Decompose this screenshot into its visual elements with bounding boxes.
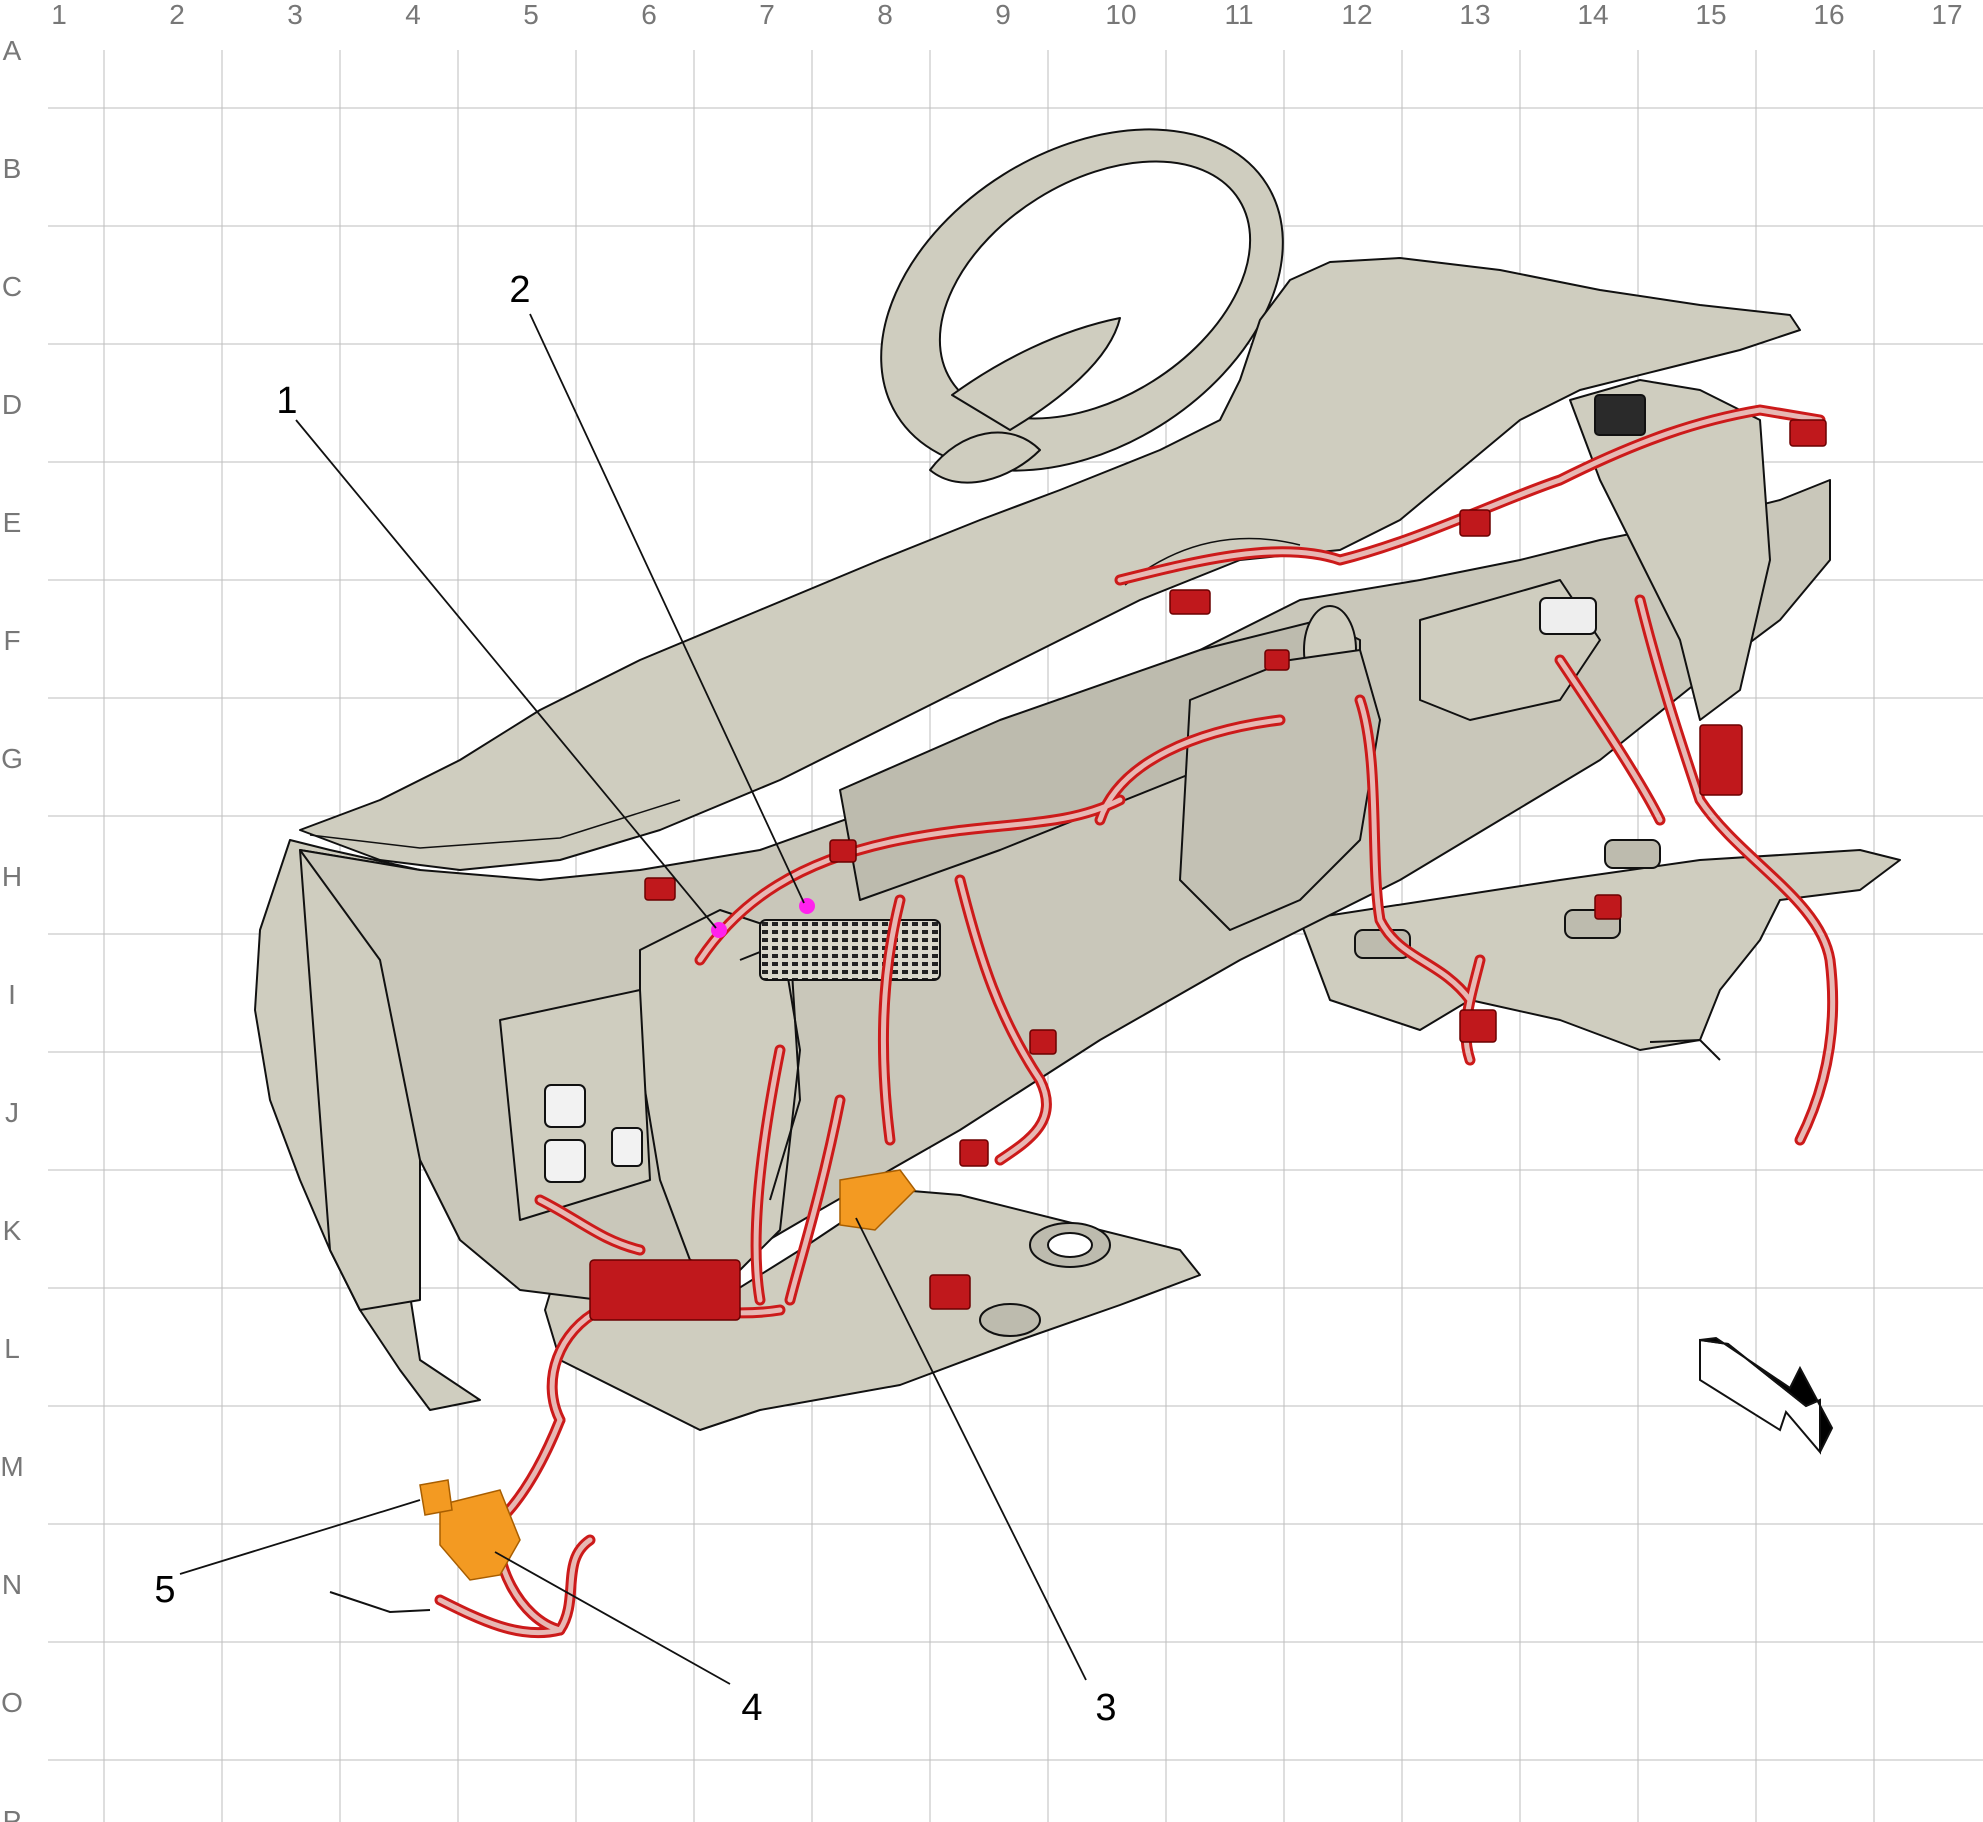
grid-column-label: 12	[1341, 0, 1372, 30]
steering-column-support	[1179, 649, 1381, 931]
connector-cluster	[589, 1259, 741, 1321]
grid-row-label: D	[2, 389, 22, 420]
grid-column-label: 10	[1105, 0, 1136, 30]
grid-column-label: 13	[1459, 0, 1490, 30]
leader-line-5	[179, 1499, 421, 1575]
grid-row-label: C	[2, 271, 22, 302]
connector	[644, 877, 676, 901]
ground-strap	[1649, 1038, 1721, 1061]
ground-strap	[329, 1591, 431, 1614]
callout-label-5: 5	[154, 1569, 175, 1611]
grid-row-label: B	[3, 153, 22, 184]
callout-label-2: 2	[509, 269, 530, 311]
wiring-harness	[434, 404, 1839, 1639]
grid-column-label: 6	[641, 0, 657, 30]
view-direction-arrow-icon	[1699, 1336, 1834, 1455]
right-end-bracket	[1569, 379, 1771, 721]
grid-row-label: A	[3, 35, 22, 66]
connector-block	[1699, 724, 1743, 796]
dash-top-pad	[299, 257, 1801, 871]
connector	[1029, 1029, 1057, 1055]
connector	[929, 1274, 971, 1310]
connector	[1459, 509, 1491, 537]
callout-leader-lines	[179, 313, 1087, 1685]
connector	[1459, 1009, 1497, 1043]
grid-row-label: G	[1, 743, 23, 774]
grid-row-label: O	[1, 1687, 23, 1718]
harness-connectors	[589, 419, 1827, 1321]
leader-line-2	[529, 313, 805, 904]
leader-line-4	[494, 1551, 731, 1685]
grid-column-label: 8	[877, 0, 893, 30]
grid-row-label: L	[4, 1333, 20, 1364]
grid-column-label: 2	[169, 0, 185, 30]
center-switch	[1539, 597, 1597, 635]
grid-row-label: K	[3, 1215, 22, 1246]
steering-wheel	[880, 128, 1284, 484]
grid-column-label: 4	[405, 0, 421, 30]
callout-label-3: 3	[1095, 1687, 1116, 1729]
leader-line-1	[295, 419, 717, 929]
instrument-panel-assembly	[254, 128, 1901, 1431]
connector	[959, 1139, 989, 1167]
grid-column-label: 9	[995, 0, 1011, 30]
grid-column-label: 7	[759, 0, 775, 30]
grid-row-label: I	[8, 979, 16, 1010]
grid-column-label: 15	[1695, 0, 1726, 30]
grid-row-label: E	[3, 507, 22, 538]
grid-row-label: J	[5, 1097, 19, 1128]
connector	[1594, 894, 1622, 920]
callout-label-1: 1	[276, 380, 297, 422]
grid-row-label: M	[0, 1451, 23, 1482]
connector	[1264, 649, 1290, 671]
grid-column-label: 1	[51, 0, 67, 30]
grid-column-label: 14	[1577, 0, 1608, 30]
grid-column-label: 11	[1224, 0, 1253, 30]
component-4-module	[439, 1489, 521, 1581]
grid-row-label: N	[2, 1569, 22, 1600]
grid-column-label: 16	[1813, 0, 1844, 30]
right-floor-bracket	[1299, 849, 1901, 1051]
center-vent-grille	[759, 919, 941, 981]
component-5-connector	[419, 1479, 453, 1516]
callout-label-4: 4	[741, 1687, 762, 1729]
grid-column-label: 17	[1931, 0, 1962, 30]
grid-row-label: H	[2, 861, 22, 892]
grid-column-label: 3	[287, 0, 303, 30]
grid-column-label: 5	[523, 0, 539, 30]
location-dot-2	[799, 898, 815, 914]
grid-row-labels: A B C D E F G H I J K L M N O P	[0, 35, 23, 1822]
connector	[1789, 419, 1827, 447]
component-3-connector	[839, 1169, 916, 1231]
grid-row-label: P	[3, 1805, 22, 1822]
connector	[829, 839, 857, 863]
connector	[1169, 589, 1211, 615]
leader-line-3	[855, 1217, 1087, 1681]
highlighted-components	[419, 1169, 916, 1581]
grid-row-label: F	[3, 625, 20, 656]
